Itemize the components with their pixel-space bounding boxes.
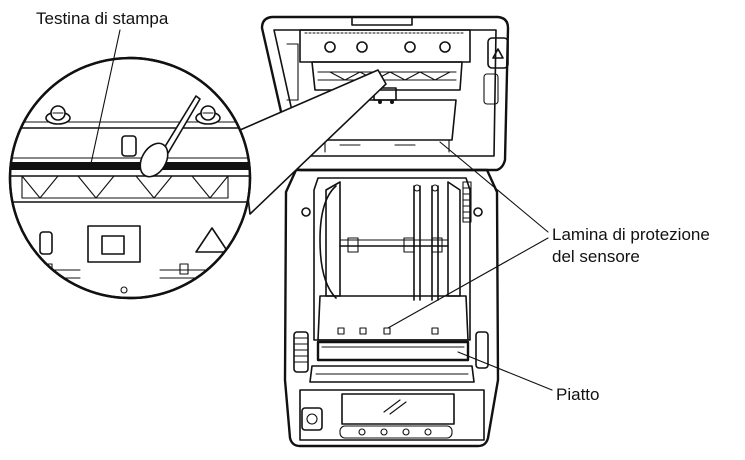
leader-sensor-guard-upper — [439, 141, 549, 233]
printer-case — [283, 168, 500, 448]
leader-sensor-guard-lower — [387, 237, 549, 329]
magnified-detail — [8, 56, 387, 300]
label-print-head: Testina di stampa — [36, 9, 169, 28]
screw-right — [195, 105, 221, 125]
screw-left — [45, 105, 71, 125]
leader-print-head — [89, 29, 121, 169]
label-sensor-guard-line1: Lamina di protezione — [552, 225, 710, 244]
cleaning-swab — [139, 95, 201, 178]
leader-platen — [457, 351, 553, 391]
printer-body — [260, 15, 510, 448]
label-sensor-guard-line2: del sensore — [552, 247, 640, 266]
leader-lines — [89, 29, 553, 391]
magnifier-beam — [239, 69, 387, 215]
label-platen: Piatto — [556, 385, 599, 404]
